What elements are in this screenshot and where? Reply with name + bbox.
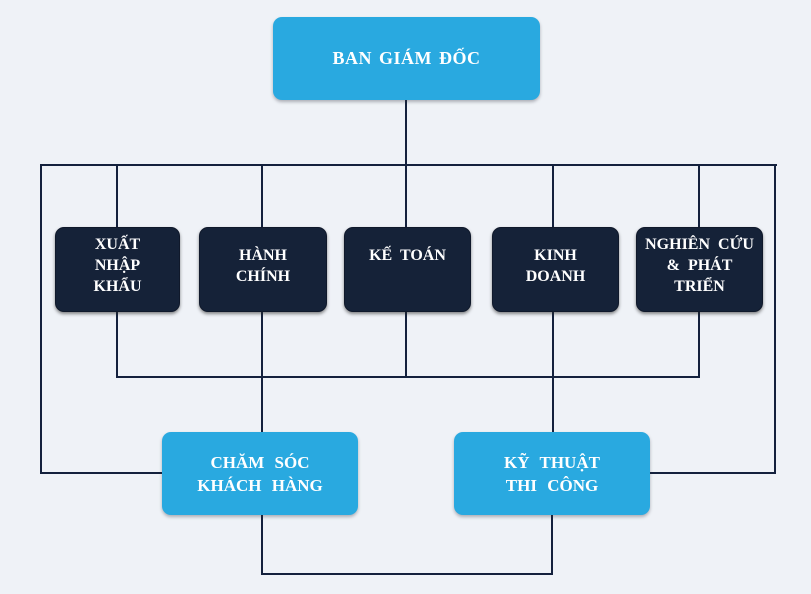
connector-right-rail-arm [650, 472, 776, 474]
connector-drop-hanh-chinh [261, 164, 263, 227]
connector-root-drop [405, 100, 407, 227]
node-label: HÀNH [239, 246, 287, 264]
connector-below-xuat-nhap-khau [116, 312, 118, 378]
connector-top-bus [40, 164, 777, 166]
connector-drop-xuat-nhap-khau [116, 164, 118, 227]
connector-drop-nghien-cuu [698, 164, 700, 227]
connector-bottom-left-drop [261, 515, 263, 575]
node-hanh-chinh: HÀNH CHÍNH [199, 227, 327, 312]
node-ke-toan: KẾ TOÁN [344, 227, 471, 312]
node-label: CHĂM SÓC [210, 452, 310, 472]
node-label: KHÁCH HÀNG [197, 475, 323, 495]
node-nghien-cuu-phat-trien: NGHIÊN CỨU & PHÁT TRIỂN [636, 227, 763, 312]
node-label: KINH [534, 246, 577, 264]
node-label: NHẬP [94, 257, 141, 274]
node-label: KẾ TOÁN [369, 247, 446, 264]
connector-below-nghien-cuu [698, 312, 700, 378]
connector-left-rail-arm [40, 472, 162, 474]
node-label: KHẨU [93, 278, 142, 295]
node-label: THI CÔNG [505, 475, 599, 495]
node-label: KỸ THUẬT [504, 452, 600, 472]
node-label: TRIỂN [674, 278, 725, 295]
node-label: XUẤT [94, 236, 141, 253]
node-label: NGHIÊN CỨU [645, 236, 754, 253]
connector-left-rail [40, 164, 42, 474]
node-xuat-nhap-khau: XUẤT NHẬP KHẨU [55, 227, 180, 312]
connector-below-ke-toan [405, 312, 407, 378]
connector-drop-kinh-doanh [552, 164, 554, 227]
node-label: DOANH [525, 267, 586, 285]
node-kinh-doanh: KINH DOANH [492, 227, 619, 312]
node-label: & PHÁT [666, 257, 733, 274]
node-label: CHÍNH [235, 267, 291, 285]
connector-hanh-chinh-to-cham-soc [261, 312, 263, 432]
connector-bottom-bus [261, 573, 553, 575]
node-label: BAN GIÁM ĐỐC [332, 48, 481, 68]
connector-right-rail [774, 164, 776, 474]
connector-kinh-doanh-to-ky-thuat [552, 312, 554, 432]
node-cham-soc-khach-hang: CHĂM SÓC KHÁCH HÀNG [162, 432, 358, 515]
connector-mid-bus [116, 376, 700, 378]
node-ban-giam-doc: BAN GIÁM ĐỐC [273, 17, 540, 100]
node-ky-thuat-thi-cong: KỸ THUẬT THI CÔNG [454, 432, 650, 515]
connector-bottom-right-drop [551, 515, 553, 575]
